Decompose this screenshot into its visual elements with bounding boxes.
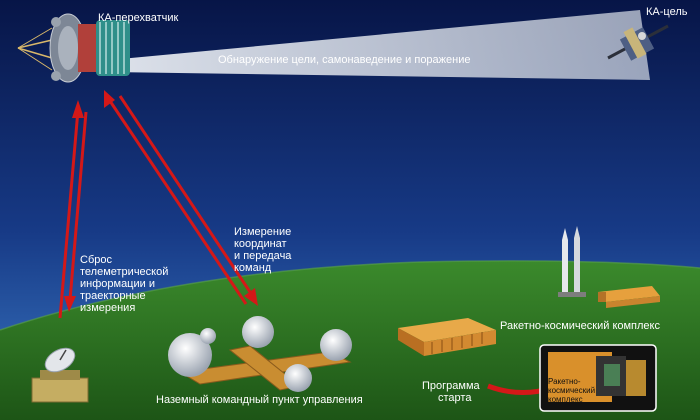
ground-antenna-icon (31, 347, 89, 403)
command-arrows (104, 90, 258, 306)
launch-program-label: Программа старта (422, 380, 480, 404)
assembly-building-icon (398, 318, 496, 356)
launch-program-line: старта (438, 392, 472, 404)
interceptor-spacecraft-icon (17, 13, 130, 83)
telemetry-label: Сброс телеметрической информации и траек… (80, 254, 168, 314)
command-label-line: команд (234, 262, 272, 274)
beam-label: Обнаружение цели, самонаведение и пораже… (218, 54, 471, 66)
command-label: Измерение координат и передача команд (234, 226, 291, 274)
ground-station-label: Наземный командный пункт управления (156, 394, 363, 406)
launch-program-line: Программа (422, 380, 480, 392)
inset-label-line: космический (548, 386, 596, 395)
telemetry-label-line: измерения (80, 302, 136, 314)
telemetry-label-line: телеметрической (80, 266, 169, 278)
command-station-icon (168, 316, 352, 392)
detection-beam (110, 10, 650, 80)
interceptor-label: КА-перехватчик (98, 12, 179, 24)
inset-label: Ракетно- космический комплекс (548, 377, 595, 404)
telemetry-label-line: траекторные (80, 290, 146, 302)
launch-complex-inset (539, 344, 657, 412)
rocket-launchers-icon (558, 226, 586, 297)
hangar-icon (598, 286, 660, 308)
telemetry-arrows (58, 100, 88, 319)
telemetry-label-line: информации и (80, 278, 155, 290)
inset-label-line: Ракетно- (548, 377, 581, 386)
target-spacecraft-icon (607, 24, 669, 61)
launch-complex-label: Ракетно-космический комплекс (500, 320, 660, 332)
horizon-line (0, 260, 700, 331)
command-label-line: координат (234, 238, 287, 250)
target-label: КА-цель (646, 6, 688, 18)
inset-label-line: комплекс (548, 395, 583, 404)
command-label-line: и передача (234, 250, 292, 262)
telemetry-label-line: Сброс (80, 254, 112, 266)
command-label-line: Измерение (234, 226, 292, 238)
